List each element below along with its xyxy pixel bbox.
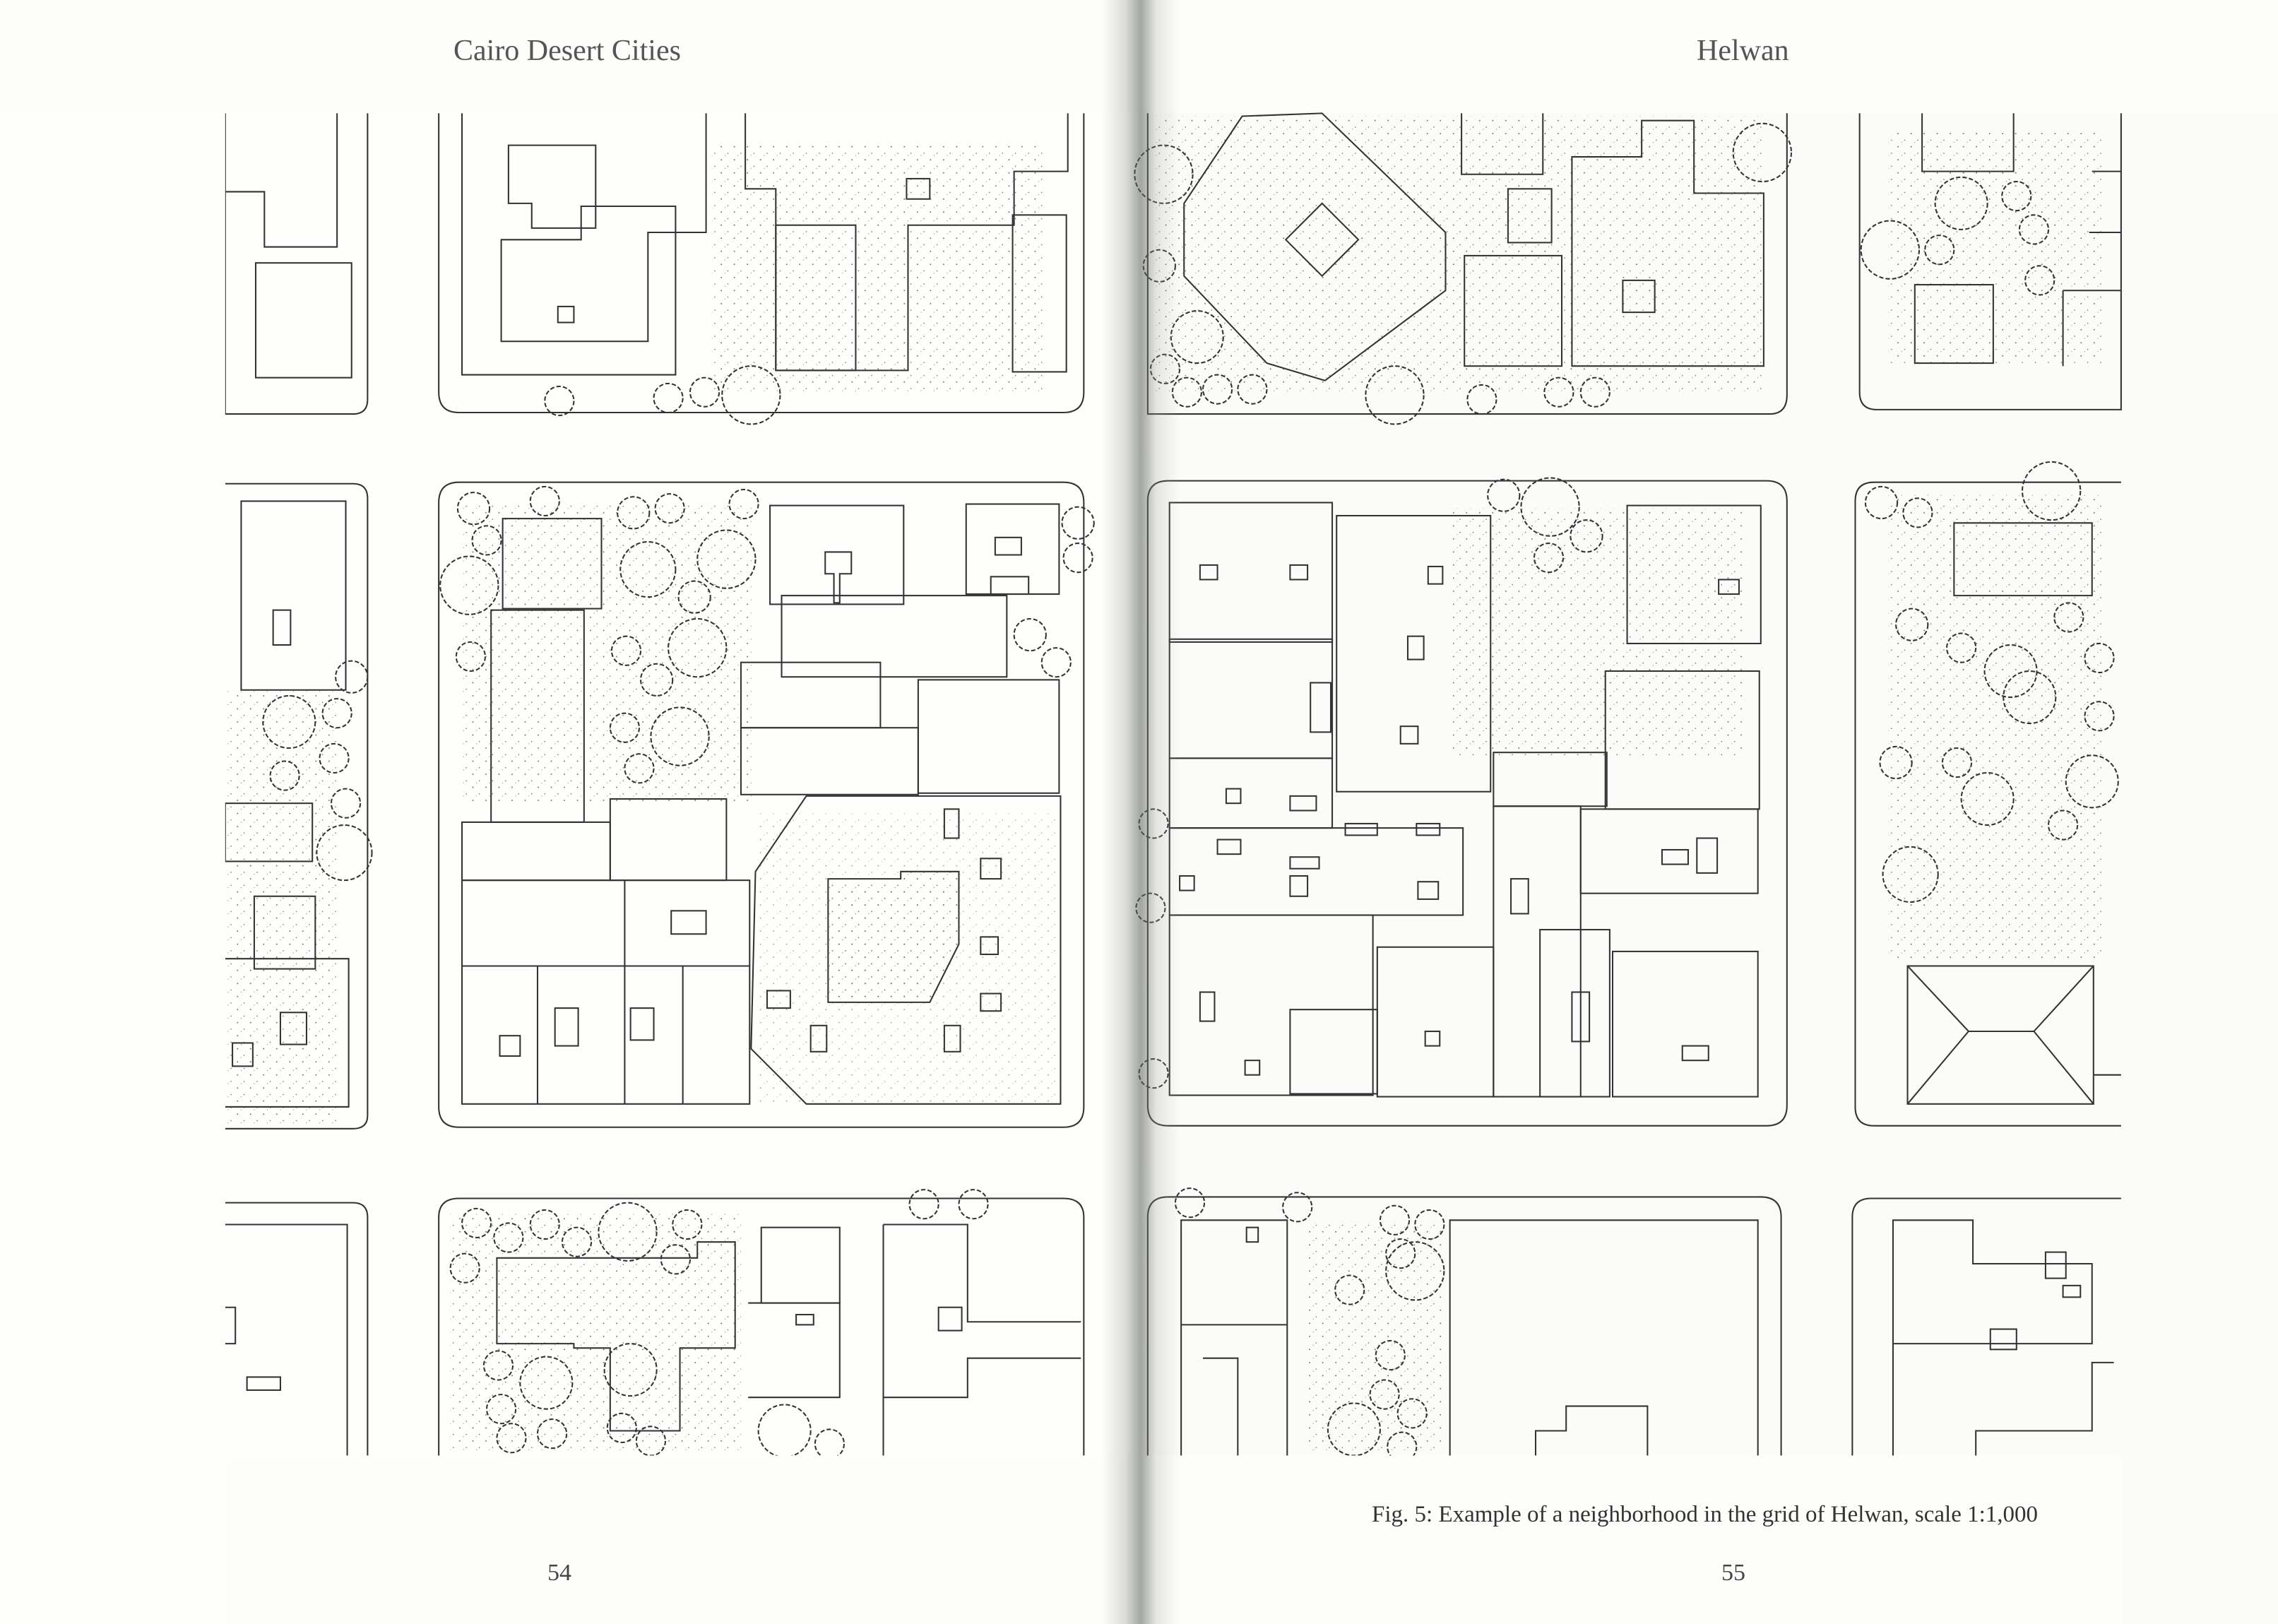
left-running-head: Cairo Desert Cities <box>453 35 681 67</box>
figure-caption: Fig. 5: Example of a neighborhood in the… <box>1372 1502 2039 1527</box>
block-row2 <box>224 480 2121 1130</box>
block-row3 <box>225 1196 2121 1456</box>
left-page-number: 54 <box>547 1560 571 1586</box>
block-row1 <box>224 112 2122 415</box>
book-gutter-shadow <box>1102 0 1180 1624</box>
right-page-number: 55 <box>1721 1560 1745 1586</box>
right-running-head: Helwan <box>1697 35 1789 67</box>
